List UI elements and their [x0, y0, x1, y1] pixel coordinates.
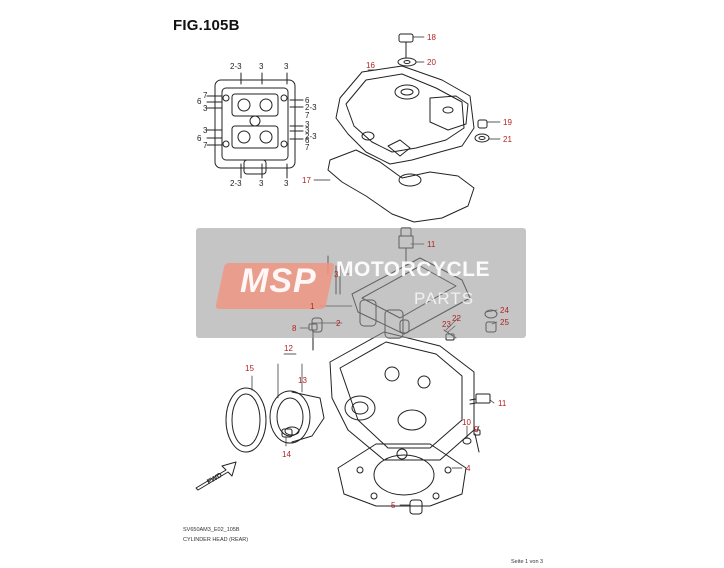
watermark-line-1: MOTORCYCLE — [336, 258, 490, 281]
callout-3[interactable]: 3 — [334, 270, 339, 279]
intake-pipe — [225, 387, 325, 453]
head-gasket — [337, 443, 467, 507]
bolt-seq-label: 3 — [305, 126, 310, 135]
callout-5[interactable]: 5 — [391, 501, 396, 510]
cover-bolt — [397, 33, 417, 67]
bolt-seq-label: 3 — [284, 179, 289, 188]
cylinder-head — [329, 331, 475, 461]
callout-13[interactable]: 13 — [298, 376, 307, 385]
bolt-seq-label: 7 — [305, 143, 310, 152]
bolt-seq-label: 7 — [203, 141, 208, 150]
callout-20[interactable]: 20 — [427, 58, 436, 67]
bolt-seq-label: 2-3 — [230, 62, 242, 71]
document-subtitle: CYLINDER HEAD (REAR) — [183, 537, 249, 543]
callout-12[interactable]: 12 — [284, 344, 293, 353]
cover-gasket — [327, 149, 475, 223]
bolt-sequence-diagram — [206, 72, 304, 179]
bolt-seq-label: 6 — [197, 134, 202, 143]
callout-25[interactable]: 25 — [500, 318, 509, 327]
callout-15[interactable]: 15 — [245, 364, 254, 373]
callout-22[interactable]: 22 — [452, 314, 461, 323]
callout-23[interactable]: 23 — [442, 320, 451, 329]
bolt-seq-label: 3 — [203, 126, 208, 135]
dowel-pin-5 — [409, 499, 423, 515]
cylinder-head-cover — [335, 65, 475, 165]
bolt-seq-label: 3 — [259, 179, 264, 188]
figure-title: FIG.105B — [173, 17, 240, 34]
side-bolt — [474, 119, 490, 143]
callout-8[interactable]: 8 — [292, 324, 297, 333]
callout-10[interactable]: 10 — [462, 418, 471, 427]
callout-14[interactable]: 14 — [282, 450, 291, 459]
callout-11-sensor[interactable]: 11 — [498, 399, 507, 408]
callout-1[interactable]: 1 — [310, 302, 315, 311]
document-code: SV650AM3_E02_105B — [183, 527, 240, 533]
callout-18[interactable]: 18 — [427, 33, 436, 42]
callout-9[interactable]: 9 — [474, 425, 479, 434]
bolt-seq-label: 7 — [305, 111, 310, 120]
callout-24[interactable]: 24 — [500, 306, 509, 315]
callout-4[interactable]: 4 — [466, 464, 471, 473]
bolt-seq-label: 7 — [203, 91, 208, 100]
bolt-seq-label: 2-3 — [305, 132, 317, 141]
bolt-seq-label: 6 — [197, 97, 202, 106]
watermark-logo-text: MSP — [240, 262, 317, 300]
bolt-seq-label: 3 — [203, 104, 208, 113]
bolt-seq-label: 3 — [305, 120, 310, 129]
fwd-label: FWD — [206, 472, 223, 486]
callout-16[interactable]: 16 — [366, 61, 375, 70]
bolt-seq-label: 6 — [305, 96, 310, 105]
page-number: Seite 1 von 3 — [511, 559, 544, 565]
temperature-sensor — [469, 393, 491, 405]
bolt-seq-label: 3 — [284, 62, 289, 71]
bolt-seq-label: 2-3 — [230, 179, 242, 188]
callout-19[interactable]: 19 — [503, 118, 512, 127]
callout-2[interactable]: 2 — [336, 319, 341, 328]
fwd-arrow — [195, 461, 237, 491]
bolt-seq-label: 3 — [259, 62, 264, 71]
callout-17[interactable]: 17 — [302, 176, 311, 185]
bolt-seq-label: 6 — [305, 136, 310, 145]
bolt-seq-label: 2-3 — [305, 103, 317, 112]
watermark-line-2: PARTS — [414, 289, 475, 308]
callout-21[interactable]: 21 — [503, 135, 512, 144]
callout-11-spark-plug[interactable]: 11 — [427, 240, 436, 249]
